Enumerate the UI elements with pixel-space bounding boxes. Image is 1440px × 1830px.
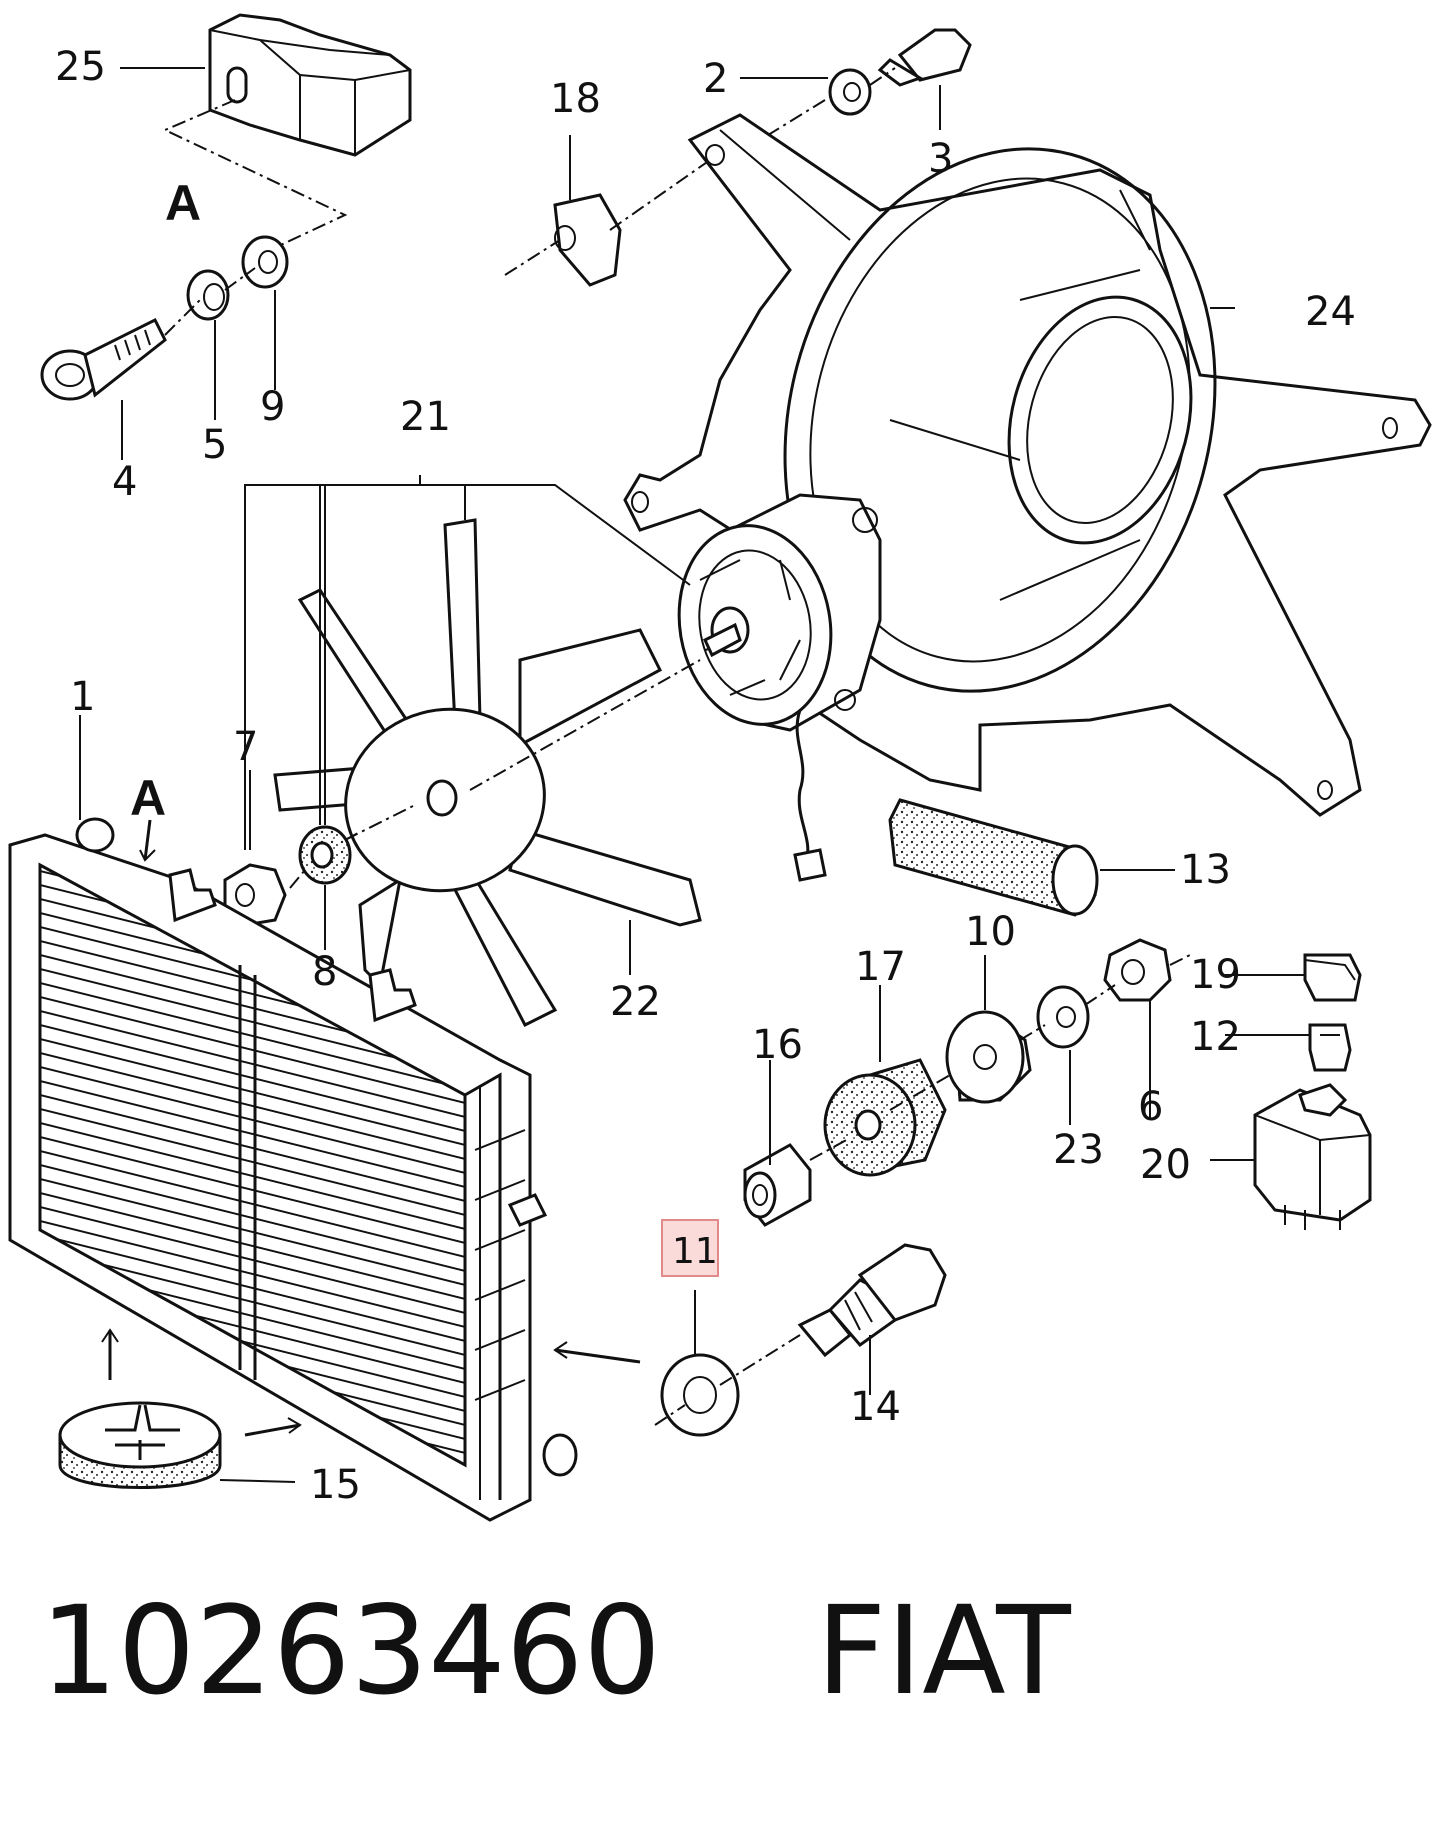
callout-21: 21 [400, 394, 451, 440]
callout-17: 17 [855, 944, 906, 990]
part-4-bolt [40, 317, 167, 401]
callout-13: 13 [1180, 847, 1231, 893]
part-5-spacer [186, 269, 230, 321]
part-9-washer [241, 235, 289, 289]
part-number: 10263460 [40, 1580, 661, 1722]
highlight-box-11 [661, 1219, 719, 1277]
part-12-connector [1308, 1023, 1352, 1072]
part-13-foam-strip [888, 798, 1099, 917]
view-label-a-top: A [165, 175, 201, 231]
part-10-washer [945, 1010, 1032, 1104]
callout-2: 2 [703, 56, 728, 102]
part-23-washer [1036, 985, 1090, 1049]
part-6-nut [1103, 938, 1172, 1002]
part-2-washer [828, 68, 872, 116]
callout-24: 24 [1305, 289, 1356, 335]
callout-12: 12 [1190, 1014, 1241, 1060]
callout-20: 20 [1140, 1142, 1191, 1188]
callout-14: 14 [850, 1384, 901, 1430]
part-1-radiator [8, 715, 578, 1522]
callout-11: 11 [672, 1231, 718, 1272]
part-14-temperature-switch [797, 1243, 947, 1395]
callout-15: 15 [310, 1462, 361, 1508]
callout-4: 4 [112, 459, 137, 505]
callout-5: 5 [202, 422, 227, 468]
callout-1: 1 [70, 674, 95, 720]
callout-10: 10 [965, 909, 1016, 955]
callout-8: 8 [312, 949, 337, 995]
brand-name: FIAT [816, 1580, 1071, 1722]
callout-9: 9 [260, 384, 285, 430]
callout-6: 6 [1138, 1084, 1163, 1130]
callout-22: 22 [610, 979, 661, 1025]
part-11-seal-washer [654, 1290, 801, 1437]
callout-19: 19 [1190, 952, 1241, 998]
view-label-a-radiator: A [130, 770, 166, 826]
part-8-lock-washer [298, 825, 352, 885]
part-25-cover [162, 13, 412, 251]
part-17-rubber-bush [823, 1058, 947, 1177]
part-20-relay [1253, 1083, 1372, 1230]
callout-3: 3 [928, 136, 953, 182]
part-21-motor [677, 493, 882, 882]
part-18-clip-nut [504, 159, 711, 287]
callout-25: 25 [55, 44, 106, 90]
callout-23: 23 [1053, 1127, 1104, 1173]
part-19-cap [1303, 953, 1362, 1002]
part-caption: 10263460 FIAT [40, 1590, 1071, 1712]
part-16-sleeve [743, 1143, 812, 1227]
part-3-screw [759, 28, 972, 141]
part-15-mounting-pad [58, 1328, 302, 1489]
callout-18: 18 [550, 76, 601, 122]
part-22-fan-blade [273, 518, 702, 1028]
callout-16: 16 [752, 1022, 803, 1068]
callout-7: 7 [233, 724, 258, 770]
